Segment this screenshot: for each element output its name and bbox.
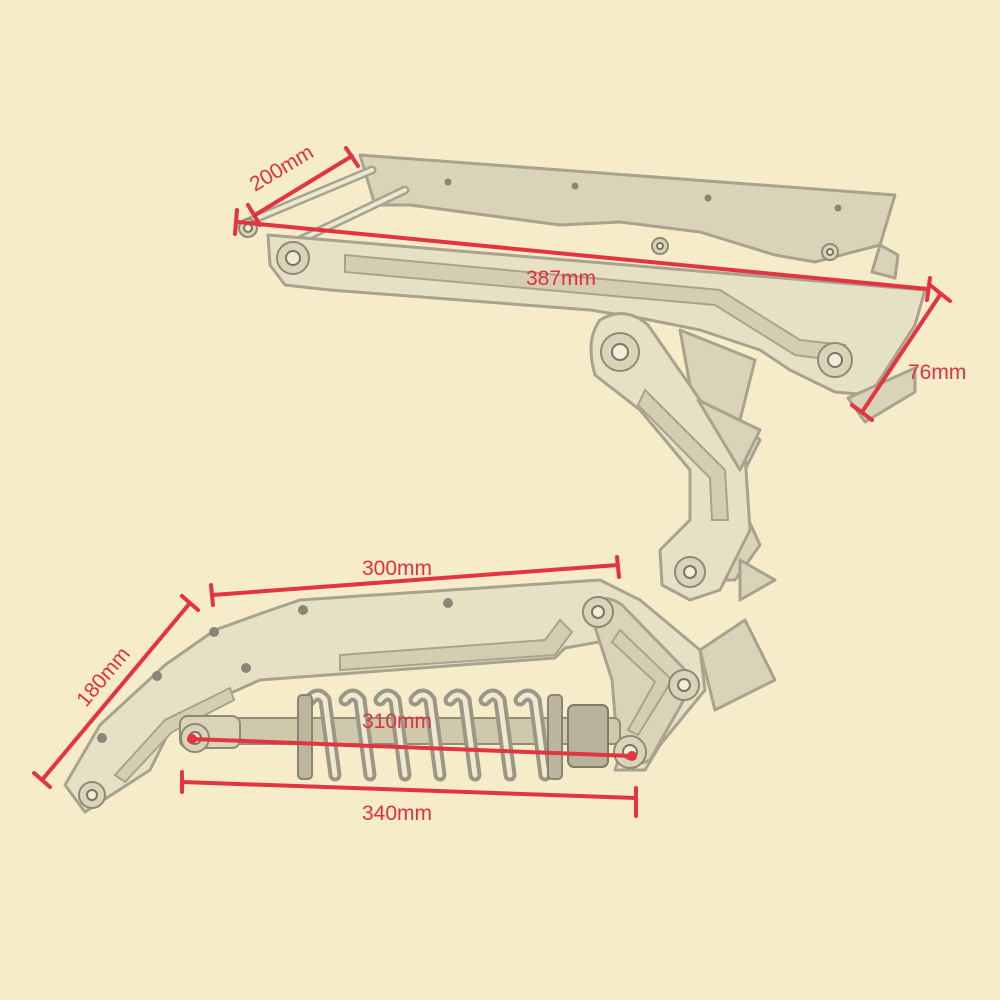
label-76mm: 76mm [908,361,966,384]
label-340mm: 340mm [362,802,432,825]
shock-absorber [179,688,621,782]
link-slot [636,388,730,521]
lower-arm-slot-2 [113,686,236,784]
dimension-76mm: 76mm [850,283,966,422]
upper-back-plate [358,153,897,264]
lower-rear-fin [698,618,777,712]
dimension-310mm: 310mm [187,710,637,761]
bolt [668,669,700,701]
bolt [674,556,706,588]
link-fin-1 [696,398,762,472]
shock-spring [297,688,563,782]
bolt [276,241,310,275]
label-200mm: 200mm [246,141,318,197]
dimension-340mm: 340mm [180,770,638,825]
dimension-300mm: 300mm [209,555,621,607]
shock-cap [567,704,609,768]
lower-swing-arm [63,578,777,814]
label-300mm: 300mm [362,557,432,580]
bolt [78,781,106,809]
link-front-plate [589,312,752,602]
lower-arm-slot [339,618,574,672]
link-fin-2 [738,558,777,602]
bolts [78,218,853,809]
bolt [651,237,669,255]
bolt [821,243,839,261]
dimension-387mm: 387mm [233,208,932,302]
vertical-link [589,312,777,602]
label-310mm: 310mm [362,710,432,733]
label-387mm: 387mm [526,267,596,290]
rivet-holes [97,178,842,743]
bolt [600,332,640,372]
bolt [582,596,614,628]
bolt [817,342,853,378]
upper-rear-tab [870,243,900,280]
